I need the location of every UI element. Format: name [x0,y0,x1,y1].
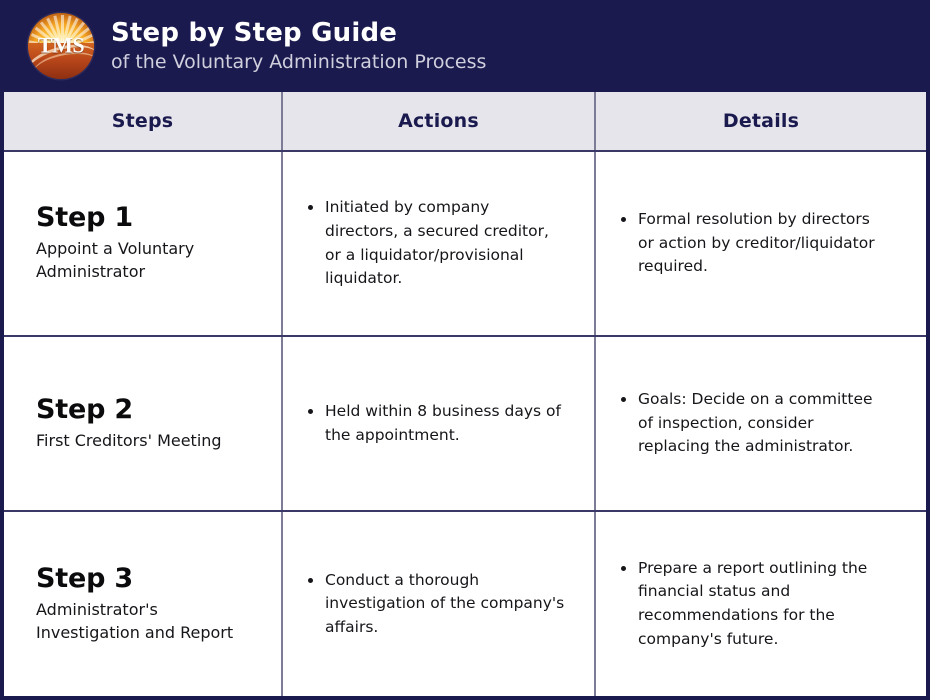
step-title: Step 3 [36,562,133,594]
page-header-banner: TMS Step by Step Guide of the Voluntary … [0,0,930,92]
step-description: Appoint a Voluntary Administrator [36,239,195,282]
step-title: Step 1 [36,202,133,234]
list-item: Held within 8 business days of the appoi… [305,400,567,447]
header-text-group: Step by Step Guide of the Voluntary Admi… [111,18,486,75]
page-title: Step by Step Guide [111,17,398,48]
page-subtitle: of the Voluntary Administration Process [111,50,487,73]
row-details-cell: Goals: Decide on a committee of inspecti… [594,337,926,510]
step-description: Administrator's Investigation and Report [36,599,234,642]
actions-list: Initiated by company directors, a secure… [305,196,576,290]
row-steps-cell: Step 1 Appoint a Voluntary Administrator [4,152,281,335]
details-list: Goals: Decide on a committee of inspecti… [618,388,908,459]
sunburst-icon [28,13,94,50]
table-header-row: Steps Actions Details [4,92,926,150]
steps-table: Steps Actions Details Step 1 Appoint a V… [0,92,930,700]
logo-monogram: TMS [37,32,85,58]
column-header-actions: Actions [281,92,594,150]
table-row: Step 1 Appoint a Voluntary Administrator… [4,150,926,335]
logo-circle: TMS [28,13,94,79]
details-list: Prepare a report outlining the financial… [618,557,908,651]
row-details-cell: Formal resolution by directors or action… [594,152,926,335]
list-item: Goals: Decide on a committee of inspecti… [618,388,886,459]
row-actions-cell: Initiated by company directors, a secure… [281,152,594,335]
column-header-details: Details [594,92,926,150]
table-row: Step 2 First Creditors' Meeting Held wit… [4,335,926,510]
row-steps-cell: Step 2 First Creditors' Meeting [4,337,281,510]
row-actions-cell: Held within 8 business days of the appoi… [281,337,594,510]
details-list: Formal resolution by directors or action… [618,208,908,279]
list-item: Formal resolution by directors or action… [618,208,886,279]
list-item: Prepare a report outlining the financial… [618,557,886,651]
step-title: Step 2 [36,393,133,425]
list-item: Initiated by company directors, a secure… [305,196,567,290]
table-row: Step 3 Administrator's Investigation and… [4,510,926,696]
row-actions-cell: Conduct a thorough investigation of the … [281,512,594,696]
step-description: First Creditors' Meeting [36,430,222,450]
row-details-cell: Prepare a report outlining the financial… [594,512,926,696]
row-steps-cell: Step 3 Administrator's Investigation and… [4,512,281,696]
actions-list: Conduct a thorough investigation of the … [305,569,576,640]
tms-logo: TMS [28,13,94,79]
actions-list: Held within 8 business days of the appoi… [305,400,576,447]
list-item: Conduct a thorough investigation of the … [305,569,567,640]
column-header-steps: Steps [111,110,174,132]
logo-earth-shape [28,43,94,79]
